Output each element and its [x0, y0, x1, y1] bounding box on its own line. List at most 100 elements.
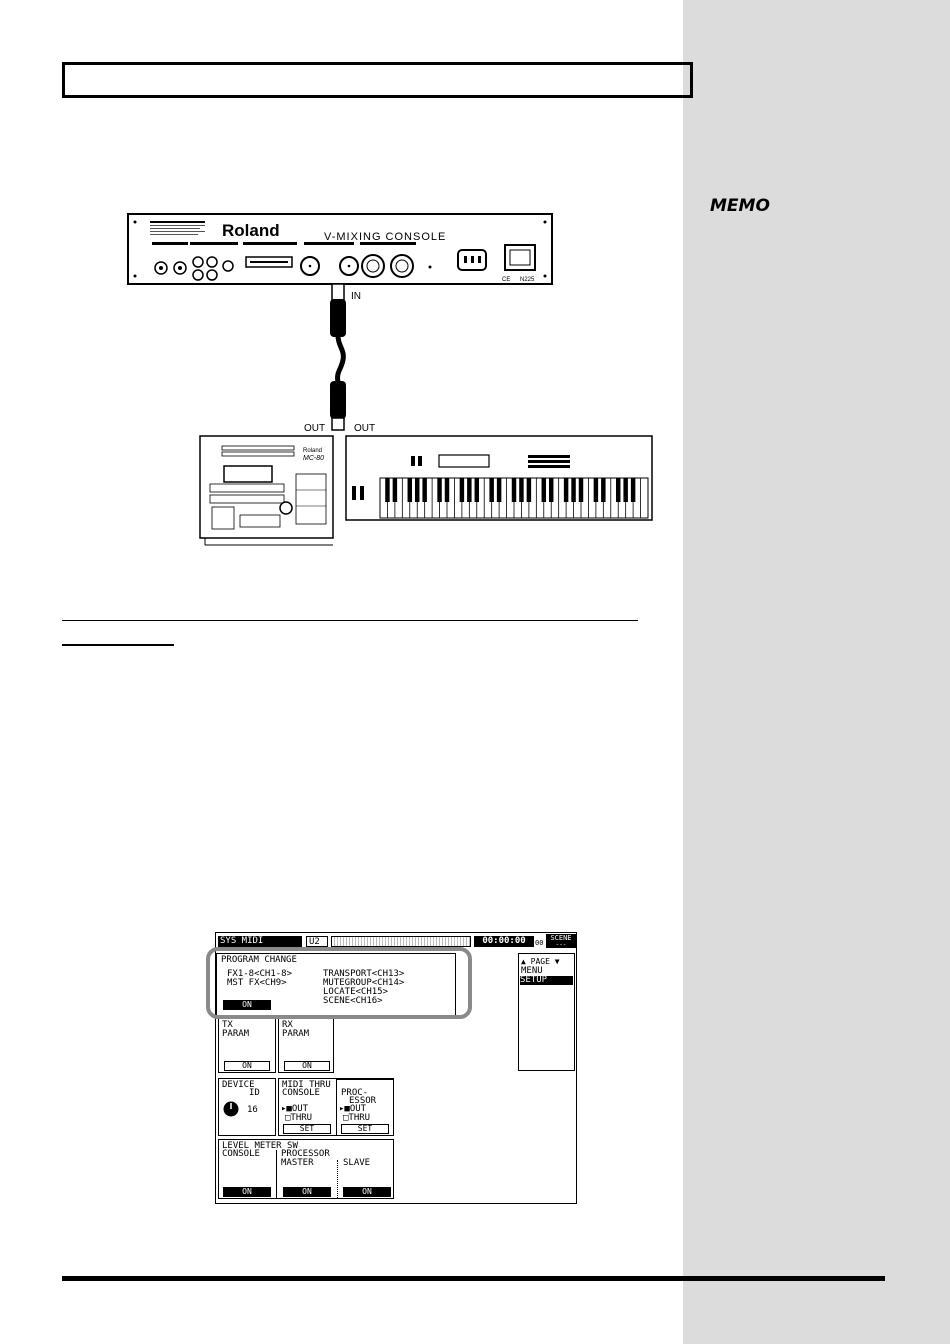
mc80-brand: Roland: [303, 448, 322, 454]
screen-user: U2: [306, 936, 328, 947]
knob-icon[interactable]: [223, 1101, 239, 1117]
page-menu-panel: ▲ PAGE ▼ MENU SETUP: [518, 953, 575, 1071]
level-meter-slave-label: SLAVE: [343, 1158, 371, 1168]
console-model: V-MIXING CONSOLE: [324, 231, 446, 243]
console-out-radio: ▸■OUT: [281, 1104, 309, 1114]
rx-param-panel: RX PARAM ON: [278, 1018, 334, 1073]
black-key: [615, 478, 621, 502]
program-change-on-button[interactable]: ON: [223, 1000, 271, 1010]
device-id-panel: DEVICE ID 16: [218, 1078, 276, 1136]
rx-label: RX: [282, 1020, 293, 1030]
device-id-sublabel: ID: [249, 1088, 260, 1098]
level-console-on-button[interactable]: ON: [223, 1187, 271, 1197]
screen-time: 00:00:00: [474, 936, 534, 947]
tx-on-button[interactable]: ON: [224, 1061, 270, 1071]
svg-text:MEMO: MEMO: [710, 196, 770, 216]
horizontal-rule: [62, 620, 638, 621]
black-key: [467, 478, 472, 502]
console-rear-panel: Roland V-MIXING CONSOLE: [127, 213, 553, 285]
black-key: [630, 478, 636, 502]
console-brand: Roland: [222, 221, 280, 240]
black-key: [422, 478, 427, 502]
midi-thru-processor-label: PROC-: [341, 1088, 369, 1098]
connection-diagram: Roland V-MIXING CONSOLE: [127, 213, 653, 546]
black-key: [541, 478, 547, 502]
program-change-title: PROGRAM CHANGE: [221, 955, 297, 965]
tx-label: TX: [222, 1020, 233, 1030]
ce-mark: CE: [502, 277, 510, 283]
program-change-item: TRANSPORT<CH13>: [323, 969, 405, 979]
program-change-highlight: [206, 947, 472, 1019]
black-key: [459, 478, 465, 502]
black-key: [496, 478, 502, 502]
label-out-left: OUT: [304, 423, 325, 434]
tx-param-panel: TX PARAM ON: [218, 1018, 276, 1073]
program-change-item: MST FX<CH9>: [227, 978, 287, 988]
level-meter-console-label: CONSOLE: [222, 1149, 260, 1159]
program-change-item: SCENE<CH16>: [323, 996, 383, 1006]
black-key: [444, 478, 450, 502]
black-key: [578, 478, 584, 502]
keyboard-synth: [345, 435, 653, 521]
midi-thru-processor-divider: [336, 1079, 394, 1136]
black-key: [392, 478, 398, 502]
section-header-box: [62, 62, 693, 98]
rx-param-label: PARAM: [282, 1029, 310, 1039]
level-meter-title: LEVEL METER SW: [222, 1141, 298, 1151]
black-key: [407, 478, 413, 502]
device-id-value: 16: [247, 1105, 258, 1115]
black-key: [548, 478, 554, 502]
rx-on-button[interactable]: ON: [284, 1061, 330, 1071]
footer-rule: [62, 1276, 885, 1281]
console-set-button[interactable]: SET: [283, 1124, 331, 1134]
black-key: [601, 478, 606, 502]
program-change-item: MUTEGROUP<CH14>: [323, 978, 405, 988]
black-key: [437, 478, 442, 502]
page-menu-title[interactable]: ▲ PAGE ▼: [521, 957, 560, 966]
screen-title: SYS MIDI: [218, 936, 302, 947]
midi-cable: IN OUT OUT: [304, 283, 375, 434]
screen-status-bar: [331, 936, 471, 947]
program-change-item: LOCATE<CH15>: [323, 987, 389, 997]
processor-set-button[interactable]: SET: [341, 1124, 389, 1134]
black-key: [385, 478, 390, 502]
black-key: [563, 478, 569, 502]
level-slave-on-button[interactable]: ON: [343, 1187, 391, 1197]
label-out-right: OUT: [354, 423, 375, 434]
memo-icon: MEMO: [710, 196, 770, 216]
black-key: [526, 478, 532, 502]
level-meter-master-label: MASTER: [281, 1158, 314, 1168]
ce-code: N225: [520, 277, 535, 283]
midi-thru-title: MIDI THRU: [282, 1080, 331, 1090]
processor-thru-radio: □THRU: [343, 1113, 371, 1123]
black-key: [511, 478, 517, 502]
level-master-on-button[interactable]: ON: [283, 1187, 331, 1197]
black-key: [571, 478, 576, 502]
mc80-model: MC-80: [303, 455, 324, 462]
black-key: [414, 478, 420, 502]
level-meter-divider: [276, 1150, 277, 1198]
page-menu-item-menu[interactable]: MENU: [521, 966, 543, 976]
midi-thru-panel: MIDI THRU CONSOLE PROC- ESSOR ▸■OUT □THR…: [278, 1078, 394, 1136]
black-key: [623, 478, 628, 502]
lcd-screen: SYS MIDI U2 00:00:00 00 SCENE --- PROGRA…: [215, 932, 577, 1204]
page-sidebar: [683, 0, 950, 1344]
midi-thru-processor-label2: ESSOR: [349, 1096, 377, 1106]
screen-scene-value: ---: [546, 942, 576, 948]
level-meter-panel: LEVEL METER SW CONSOLE PROCESSOR MASTER …: [218, 1139, 394, 1199]
screen-scene-label: SCENE: [546, 934, 576, 942]
horizontal-rule-short: [62, 644, 174, 646]
mc80-sequencer: Roland MC-80: [199, 435, 334, 546]
midi-thru-console-label: CONSOLE: [282, 1088, 320, 1098]
program-change-item: FX1-8<CH1-8>: [227, 969, 293, 979]
level-meter-processor-label: PROCESSOR: [281, 1149, 330, 1159]
black-key: [593, 478, 599, 502]
page-menu-item-setup[interactable]: SETUP: [520, 976, 573, 985]
console-thru-radio: □THRU: [285, 1113, 313, 1123]
screen-time-frames: 00: [535, 939, 544, 947]
device-id-label: DEVICE: [222, 1080, 255, 1090]
level-meter-dotted-divider: [337, 1160, 338, 1198]
black-key: [519, 478, 524, 502]
black-key: [489, 478, 494, 502]
processor-out-radio: ▸■OUT: [339, 1104, 367, 1114]
